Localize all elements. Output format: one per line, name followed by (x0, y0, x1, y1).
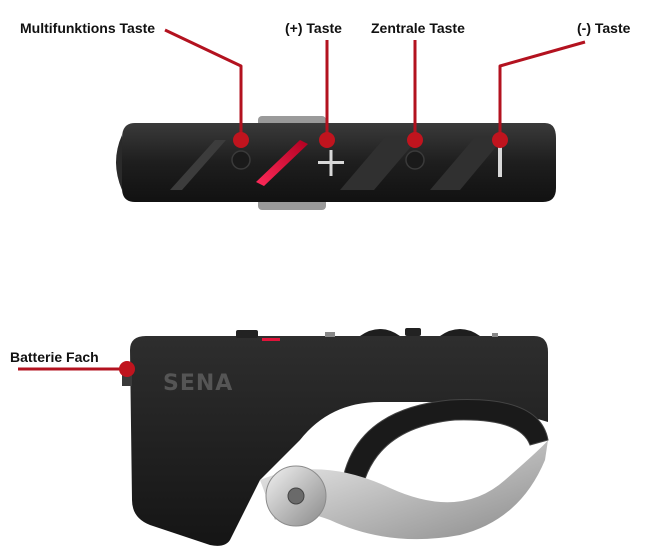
hinge-screw (288, 488, 304, 504)
top-button-ridge (236, 330, 258, 338)
top-marker (325, 332, 335, 337)
callout-dot (119, 361, 135, 377)
label-minus-button: (-) Taste (577, 20, 631, 36)
multifunction-button (232, 151, 250, 169)
device-top-view (116, 116, 556, 210)
top-button-ridge (440, 329, 480, 336)
label-plus-button: (+) Taste (285, 20, 342, 36)
brand-logo: SENA (163, 371, 233, 396)
label-central-button: Zentrale Taste (371, 20, 465, 36)
top-button-ridge (360, 329, 400, 336)
top-device-endcap (116, 135, 122, 190)
device-side-view: SENA (122, 328, 548, 546)
top-marker (492, 333, 498, 337)
minus-icon (498, 145, 502, 177)
label-multifunction-button: Multifunktions Taste (20, 20, 155, 36)
callout-dot (492, 132, 508, 148)
callout-dot (233, 132, 249, 148)
label-battery-compartment: Batterie Fach (10, 349, 99, 365)
side-led-accent (262, 338, 280, 341)
callout-dot (319, 132, 335, 148)
top-button-ridge (405, 328, 421, 336)
callout-dot (407, 132, 423, 148)
central-button (406, 151, 424, 169)
